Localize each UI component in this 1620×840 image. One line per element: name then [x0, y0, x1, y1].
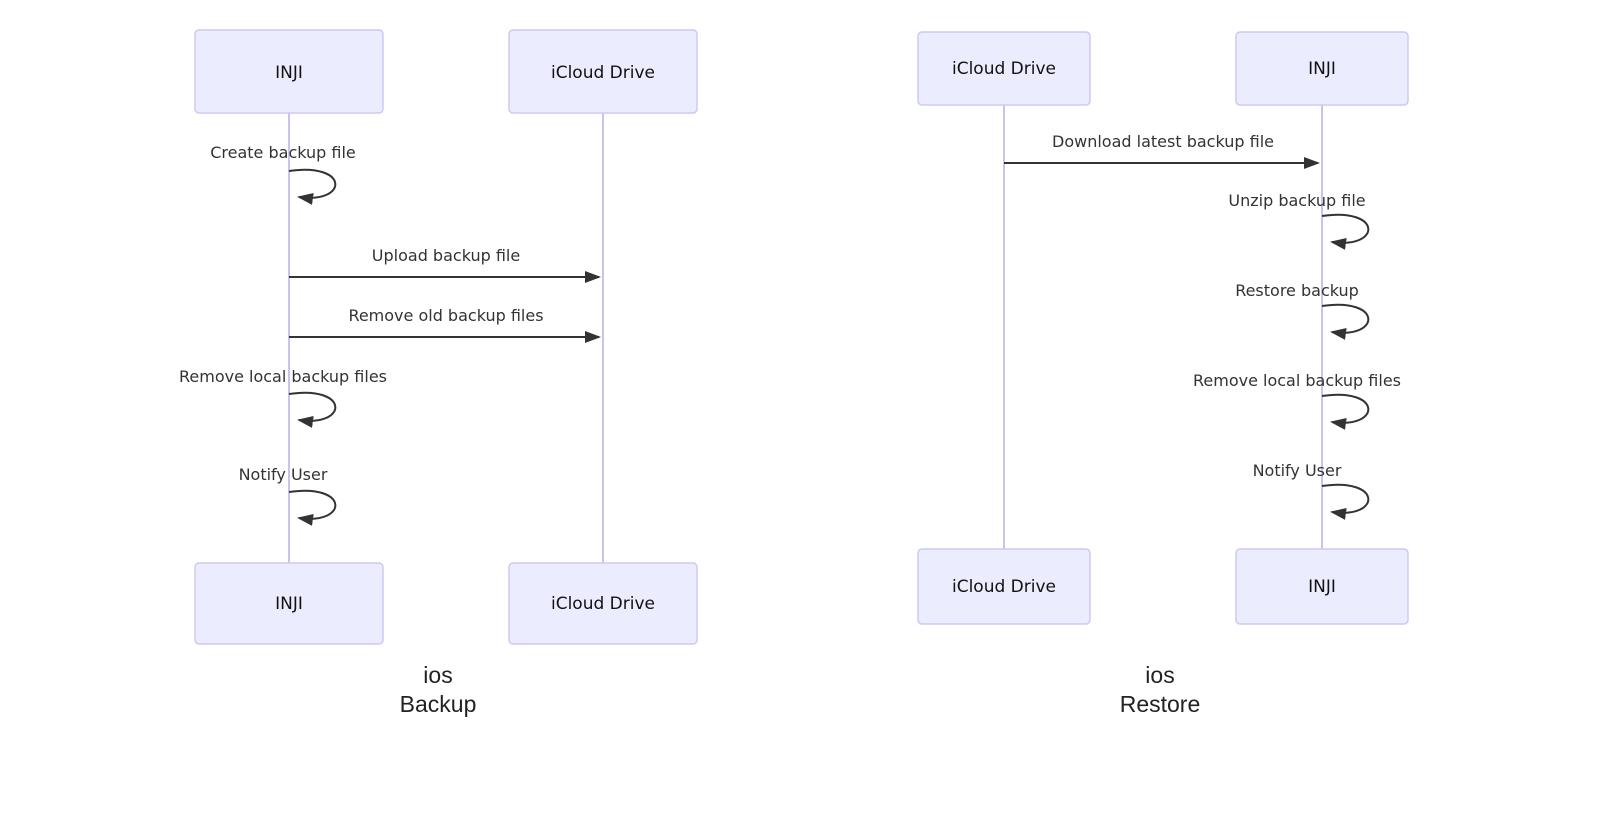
self-message-loop: [288, 489, 337, 526]
message-label: Notify User: [239, 465, 328, 484]
message-label: Upload backup file: [372, 246, 520, 265]
actor-label-icloud-drive: iCloud Drive: [551, 594, 655, 614]
actor-label-inji: INJI: [1308, 59, 1336, 79]
self-message-loop: [1321, 393, 1370, 430]
message-label: Create backup file: [210, 143, 356, 162]
self-message-loop: [1321, 483, 1370, 520]
actor-label-inji: INJI: [275, 63, 303, 83]
diagram-ios-backup: INJI iCloud Drive Create backup file Upl…: [179, 29, 698, 717]
actor-box-bottom-icloud-drive: [917, 548, 1091, 625]
diagram-caption-line1: ios: [423, 662, 452, 688]
self-message-loop: [1321, 303, 1370, 340]
actor-box-bottom-icloud-drive: [508, 562, 698, 645]
diagram-caption-line1: ios: [1145, 662, 1174, 688]
self-message-loop: [288, 168, 337, 205]
message-label: Remove local backup files: [179, 367, 387, 386]
message-label: Download latest backup file: [1052, 132, 1274, 151]
diagram-ios-restore: iCloud Drive INJI Download latest backup…: [917, 31, 1409, 717]
actor-label-inji: INJI: [1308, 577, 1336, 597]
actor-box-bottom-inji: [194, 562, 384, 645]
actor-box-top-icloud-drive: [508, 29, 698, 114]
actor-label-inji: INJI: [275, 594, 303, 614]
actor-box-top-inji: [1235, 31, 1409, 106]
message-label: Unzip backup file: [1228, 191, 1365, 210]
self-message-loop: [1321, 213, 1370, 250]
actor-box-top-icloud-drive: [917, 31, 1091, 106]
diagram-caption-line2: Restore: [1120, 691, 1201, 717]
self-message-loop: [288, 391, 337, 428]
actor-box-top-inji: [194, 29, 384, 114]
message-label: Remove old backup files: [348, 306, 543, 325]
actor-label-icloud-drive: iCloud Drive: [551, 63, 655, 83]
diagram-caption-line2: Backup: [400, 691, 477, 717]
message-label: Notify User: [1253, 461, 1342, 480]
message-label: Restore backup: [1235, 281, 1359, 300]
actor-label-icloud-drive: iCloud Drive: [952, 577, 1056, 597]
actor-label-icloud-drive: iCloud Drive: [952, 59, 1056, 79]
actor-box-bottom-inji: [1235, 548, 1409, 625]
message-label: Remove local backup files: [1193, 371, 1401, 390]
